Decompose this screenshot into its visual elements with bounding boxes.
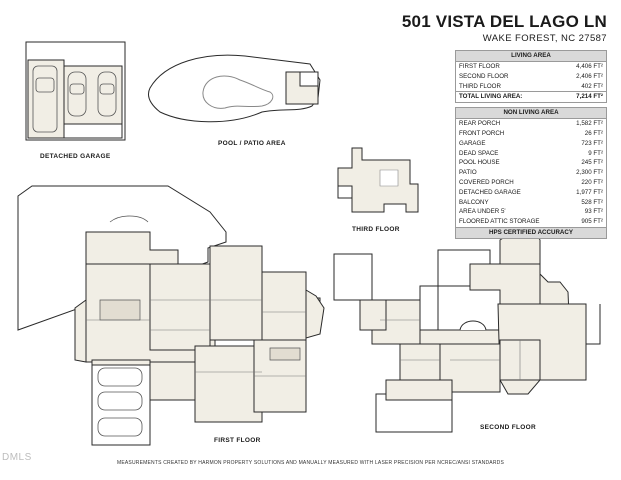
area-row: AREA UNDER 5'93 FT² <box>455 207 607 218</box>
second-floor-plan <box>333 229 601 433</box>
second-floor-label: SECOND FLOOR <box>480 424 536 431</box>
first-floor-garage-car-icons <box>97 367 143 437</box>
third-floor-label: THIRD FLOOR <box>352 226 400 233</box>
detached-garage-plan <box>25 41 126 141</box>
garage-car-icons <box>32 65 117 133</box>
living-area-heading: LIVING AREA <box>455 50 607 62</box>
third-floor-plan <box>337 147 419 213</box>
pool-patio-plan <box>147 54 321 123</box>
mls-watermark: DMLS <box>2 452 32 463</box>
property-address-title: 501 VISTA DEL LAGO LN <box>401 12 607 31</box>
property-city-subtitle: WAKE FOREST, NC 27587 <box>482 33 607 44</box>
first-floor-plan <box>17 185 325 446</box>
measurement-disclaimer: MEASUREMENTS CREATED BY HARMON PROPERTY … <box>117 460 504 466</box>
total-living-area-row: TOTAL LIVING AREA:7,214 FT² <box>455 91 607 104</box>
detached-garage-label: DETACHED GARAGE <box>40 153 111 160</box>
non-living-area-heading: NON LIVING AREA <box>455 107 607 120</box>
certified-accuracy-badge: HPS CERTIFIED ACCURACY <box>455 227 607 239</box>
first-floor-label: FIRST FLOOR <box>214 437 261 444</box>
pool-patio-label: POOL / PATIO AREA <box>218 140 286 147</box>
